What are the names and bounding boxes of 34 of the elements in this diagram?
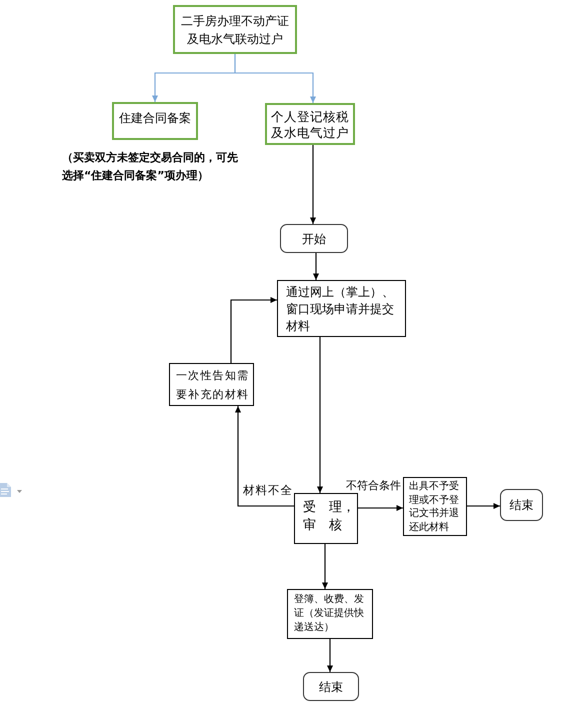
end-terminal xyxy=(303,672,359,701)
process-box xyxy=(173,5,297,54)
process-box xyxy=(287,589,373,639)
edge-label: 材料不全 xyxy=(243,483,293,497)
arrow xyxy=(235,406,294,507)
box-text: 登簿、收费、发证（发证提供快递送达） xyxy=(294,593,365,635)
process-box xyxy=(403,477,467,536)
edge-label: 不符合条件 xyxy=(346,479,401,493)
box-text: 个人登记核税及水电气过户 xyxy=(270,109,350,141)
arrow xyxy=(230,297,277,363)
arrow xyxy=(310,145,316,224)
process-box xyxy=(294,493,358,544)
arrow xyxy=(467,503,500,509)
box-text: 出具不予受理或不予登记文书并退还此材料 xyxy=(409,480,460,534)
process-box xyxy=(265,103,355,145)
box-text: 结束 xyxy=(319,678,343,694)
box-text: 通过网上（掌上）、窗口现场申请并提交材料 xyxy=(286,284,395,335)
box-text: 二手房办理不动产证及电水气联动过户 xyxy=(180,12,290,48)
box-text: 受 理，审 核 xyxy=(303,499,356,535)
end-terminal xyxy=(500,489,543,521)
process-box xyxy=(169,363,254,406)
arrow xyxy=(234,54,316,103)
arrow xyxy=(317,337,323,493)
arrow xyxy=(327,639,333,672)
box-text: 住建合同备案 xyxy=(119,110,191,126)
arrow xyxy=(358,505,403,511)
box-text: 开始 xyxy=(302,230,326,246)
box-text: 一次性告知需要补充的材料 xyxy=(176,368,250,403)
box-text: 结束 xyxy=(510,497,534,513)
process-box xyxy=(277,280,406,337)
arrow xyxy=(322,544,328,589)
start-terminal xyxy=(280,224,348,253)
arrow xyxy=(313,253,319,280)
process-box xyxy=(112,102,198,140)
